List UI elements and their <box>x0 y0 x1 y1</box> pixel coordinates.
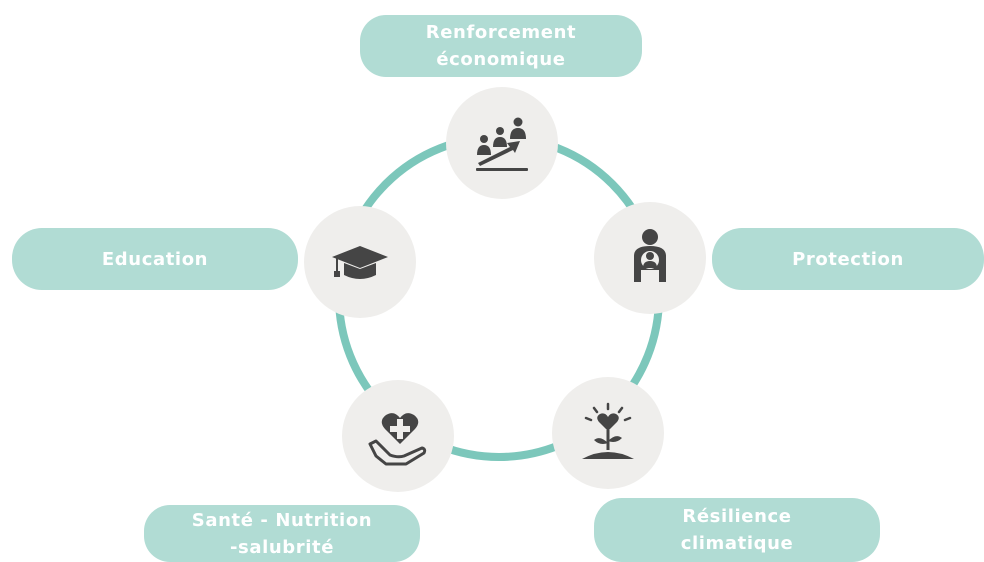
label-health-line-2: -salubrité <box>229 536 335 558</box>
label-protection-text: Protection <box>792 248 904 270</box>
label-protection: Protection <box>712 228 984 290</box>
hand-heart-cross-icon <box>368 413 427 466</box>
label-climate-line-2: climatique <box>680 533 794 554</box>
label-economic-line-2: économique <box>436 49 566 70</box>
node-economic <box>446 87 558 199</box>
label-education: Education <box>12 228 298 290</box>
label-climate: Résilience climatique <box>594 498 880 562</box>
plant-heart-sun-icon <box>582 402 634 459</box>
graduation-cap-icon <box>332 246 388 279</box>
growth-people-arrow-icon <box>476 117 528 171</box>
node-climate <box>552 377 664 489</box>
label-health: Santé - Nutrition -salubrité <box>144 505 420 562</box>
node-protection <box>594 202 706 314</box>
label-education-text: Education <box>101 248 209 270</box>
label-economic-line-1: Renforcement <box>425 22 577 43</box>
node-health <box>342 380 454 492</box>
label-health-line-1: Santé - Nutrition <box>191 509 373 531</box>
adult-holding-child-icon <box>634 229 666 282</box>
label-climate-line-1: Résilience <box>682 506 792 527</box>
label-economic: Renforcement économique <box>360 15 642 77</box>
node-education <box>304 206 416 318</box>
